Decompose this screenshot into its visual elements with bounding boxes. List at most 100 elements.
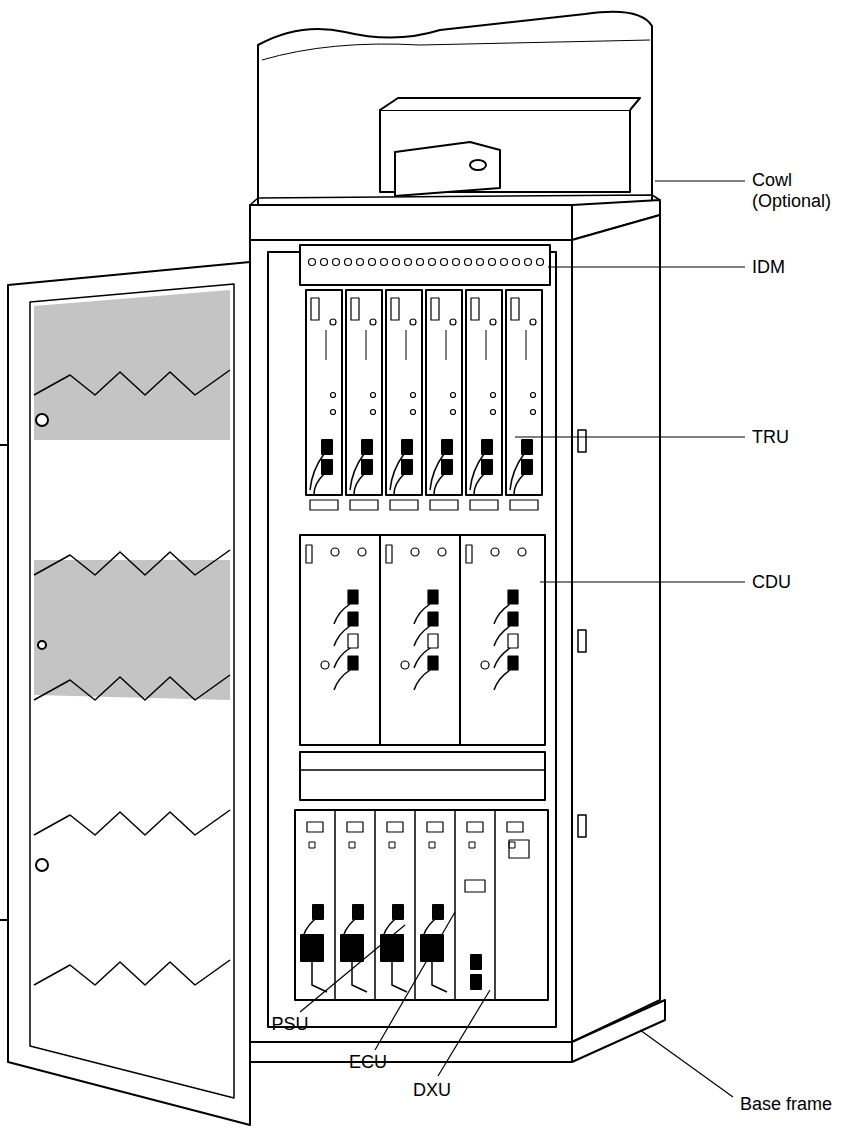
drawing-part xyxy=(380,98,640,110)
drawing-part xyxy=(353,905,363,919)
drawing-part xyxy=(38,641,46,649)
drawing-part xyxy=(34,370,230,395)
drawing-part xyxy=(506,290,542,495)
drawing-part xyxy=(331,410,336,415)
drawing-part xyxy=(250,240,572,1042)
drawing-part xyxy=(262,40,650,60)
drawing-part xyxy=(540,581,745,582)
drawing-part xyxy=(307,822,323,832)
drawing-part xyxy=(362,460,372,474)
drawing-part xyxy=(465,880,485,892)
drawing-part xyxy=(386,545,392,563)
cabinet-body xyxy=(250,215,660,1042)
drawing-part xyxy=(511,298,519,320)
drawing-part xyxy=(428,590,438,604)
part-label: IDM xyxy=(752,257,785,278)
drawing-part xyxy=(348,590,358,604)
drawing-part xyxy=(390,500,418,510)
drawing-part xyxy=(250,1042,572,1062)
drawing-part xyxy=(548,266,745,267)
drawing-part xyxy=(508,590,518,604)
drawing-part xyxy=(349,842,355,848)
drawing-part xyxy=(326,330,327,360)
drawing-part xyxy=(466,290,502,495)
drawing-part xyxy=(300,535,545,745)
drawing-part xyxy=(334,670,350,690)
drawing-part xyxy=(491,548,499,556)
part-label: DXU xyxy=(413,1080,451,1101)
drawing-part xyxy=(351,298,359,320)
open-door xyxy=(0,262,250,1125)
part-label: CDU xyxy=(752,572,791,593)
drawing-part xyxy=(474,474,484,494)
drawing-part xyxy=(432,961,447,992)
drawing-part xyxy=(450,319,456,325)
drawing-part xyxy=(508,634,518,648)
drawing-part xyxy=(522,460,532,474)
drawing-part xyxy=(453,259,460,266)
drawing-part xyxy=(391,298,399,320)
drawing-part xyxy=(491,410,496,415)
part-label: TRU xyxy=(752,427,789,448)
drawing-part xyxy=(471,975,481,989)
drawing-part xyxy=(477,259,484,266)
drawing-part xyxy=(366,330,367,360)
drawing-part xyxy=(381,259,388,266)
drawing-part xyxy=(426,290,462,495)
drawing-part xyxy=(322,460,332,474)
drawing-part xyxy=(525,259,532,266)
drawing-part xyxy=(518,548,526,556)
drawing-part xyxy=(309,259,316,266)
drawing-part xyxy=(469,842,475,848)
drawing-part xyxy=(510,500,538,510)
drawing-part xyxy=(389,842,395,848)
drawing-part xyxy=(470,160,486,170)
drawing-part xyxy=(36,859,48,871)
drawing-part xyxy=(578,815,586,837)
drawing-part xyxy=(428,634,438,648)
drawing-part xyxy=(393,905,403,919)
drawing-part xyxy=(313,905,323,919)
drawing-part xyxy=(333,259,340,266)
drawing-part xyxy=(428,656,438,670)
drawing-part xyxy=(441,259,448,266)
drawing-part xyxy=(501,259,508,266)
drawing-part xyxy=(369,259,376,266)
drawing-part xyxy=(34,550,230,575)
part-label: PSU xyxy=(271,1014,308,1035)
tru-units xyxy=(306,290,542,510)
drawing-part xyxy=(428,612,438,626)
drawing-part xyxy=(530,319,536,325)
drawing-part xyxy=(330,319,336,325)
drawing-part xyxy=(406,330,407,360)
drawing-part xyxy=(438,548,446,556)
psu-ecu-dxu-units xyxy=(295,810,548,1000)
drawing-part xyxy=(402,440,412,454)
drawing-part xyxy=(8,262,250,1125)
drawing-part xyxy=(345,259,352,266)
drawing-part xyxy=(417,259,424,266)
drawing-part xyxy=(431,298,439,320)
drawing-part xyxy=(465,259,472,266)
drawing-part xyxy=(301,935,323,961)
drawing-part xyxy=(392,961,407,992)
drawing-part xyxy=(466,545,472,563)
drawing-part xyxy=(268,252,556,1027)
drawing-part xyxy=(578,430,586,452)
drawing-part xyxy=(331,393,336,398)
drawing-part xyxy=(300,245,550,285)
drawing-part xyxy=(381,935,403,961)
drawing-part xyxy=(348,612,358,626)
drawing-part xyxy=(481,661,489,669)
drawing-part xyxy=(482,440,492,454)
drawing-part xyxy=(386,290,422,495)
drawing-part xyxy=(321,661,329,669)
drawing-part xyxy=(371,410,376,415)
drawing-part xyxy=(509,842,515,848)
drawing-part xyxy=(312,961,327,992)
drawing-part xyxy=(429,842,435,848)
drawing-part xyxy=(387,822,403,832)
drawing-part xyxy=(513,259,520,266)
drawing-part xyxy=(401,661,409,669)
drawing-part xyxy=(354,474,364,494)
